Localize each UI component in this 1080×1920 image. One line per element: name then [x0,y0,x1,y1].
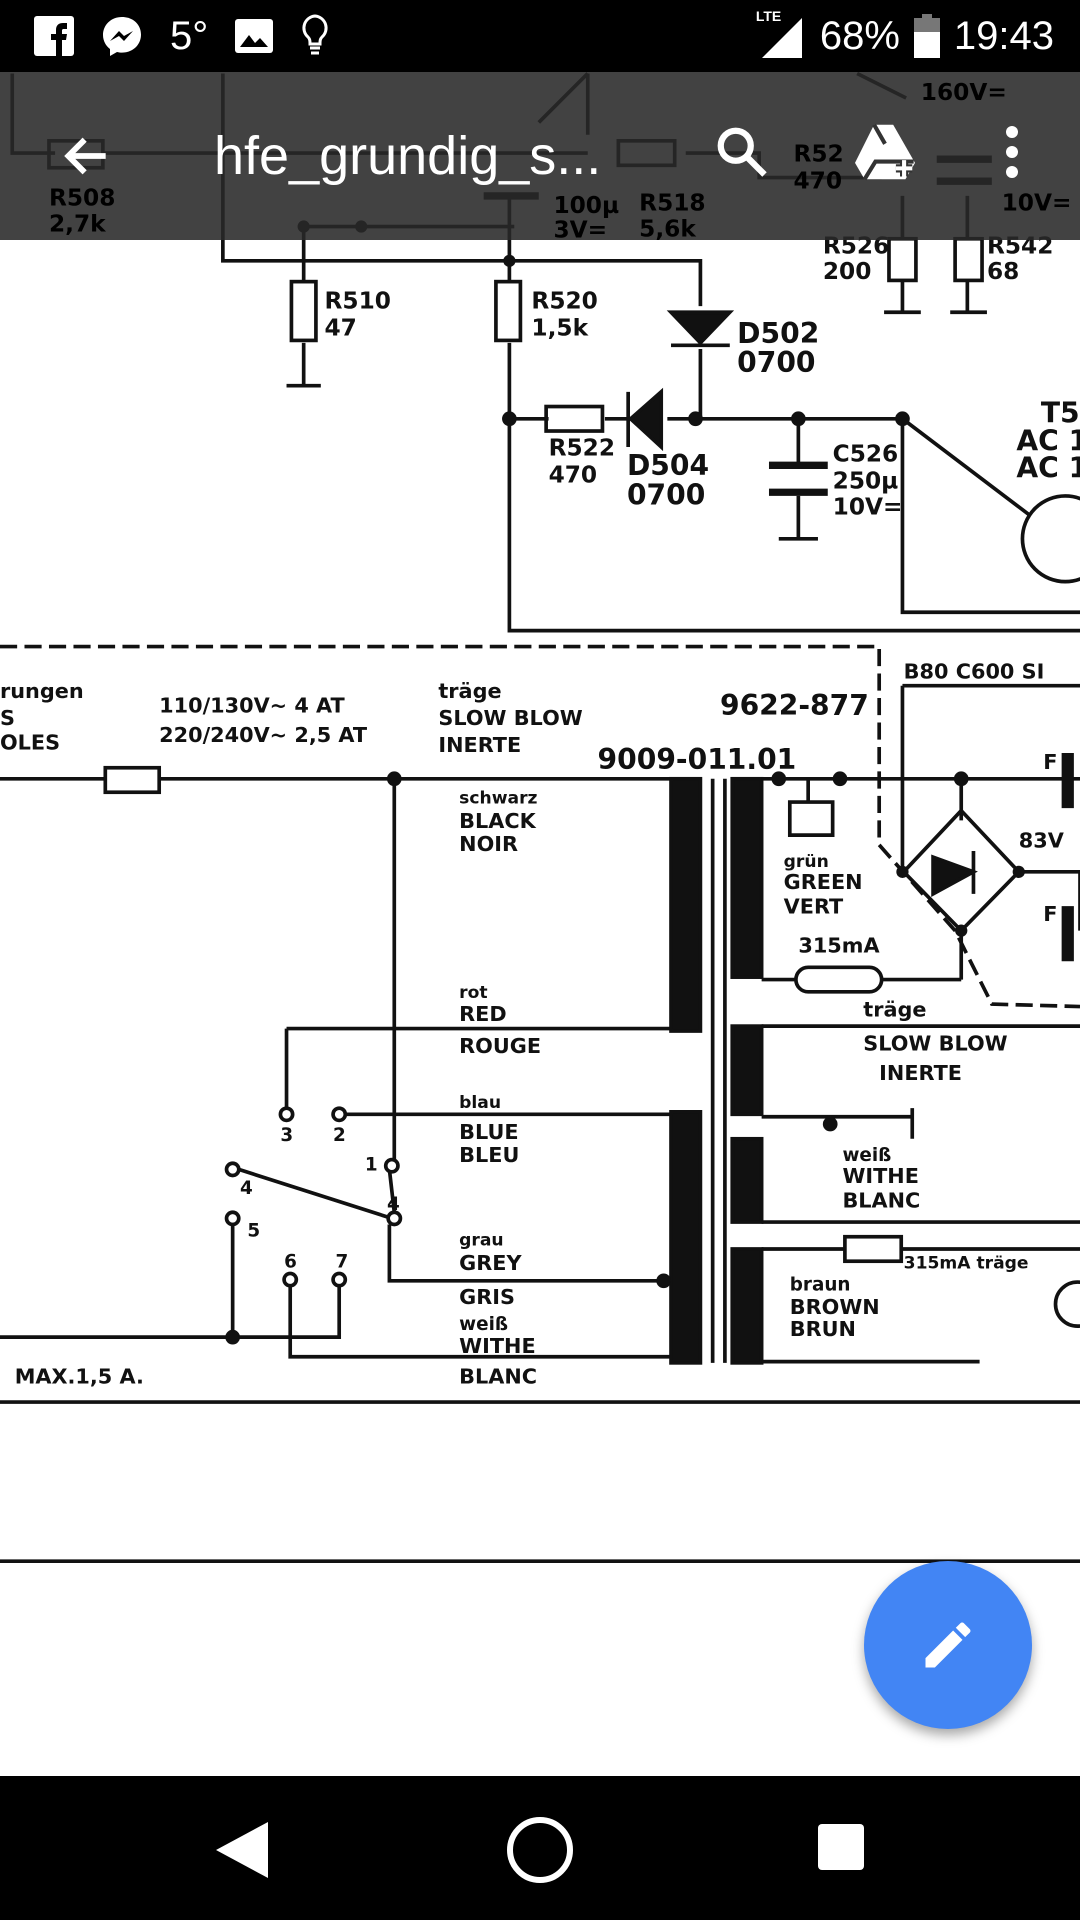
app-bar: hfe_grundig_s... [0,72,1080,240]
label-grey-de: grau [459,1230,503,1250]
label-left-1: rungen [0,679,84,703]
label-red-de: rot [459,983,487,1003]
label-d502-value: 0700 [737,346,815,379]
label-white2-fr: BLANC [842,1188,920,1212]
pin-6: 6 [284,1251,297,1272]
label-brown-en: BROWN [790,1295,880,1319]
recents-square-icon[interactable] [818,1824,864,1870]
label-blue-en: BLUE [459,1120,518,1144]
label-brown-fr: BRUN [790,1317,856,1341]
label-c526-value: 250µ [833,468,899,495]
label-max: MAX.1,5 A. [15,1365,144,1389]
search-icon[interactable] [712,122,772,182]
label-fuse-110: 110/130V~ 4 AT [159,694,345,718]
bulb-icon [302,14,328,55]
network-type: LTE [755,8,782,24]
label-brown-de: braun [790,1275,851,1296]
label-r520-value: 1,5k [531,315,588,342]
pencil-icon [925,1622,971,1668]
label-white-fr: BLANC [459,1365,537,1389]
label-green-en: GREEN [784,870,863,894]
label-red-fr: ROUGE [459,1034,541,1058]
label-grey-fr: GRIS [459,1285,515,1309]
label-d504-value: 0700 [627,478,705,511]
label-slowb-3: INERTE [879,1061,962,1085]
label-grey-en: GREY [459,1251,522,1275]
label-black-en: BLACK [459,809,536,833]
pin-1: 1 [365,1155,378,1176]
label-left-3: OLES [0,730,60,754]
edit-fab-button[interactable] [864,1561,1032,1729]
label-slow-1: träge [438,679,501,703]
label-9622: 9622-877 [720,689,869,722]
facebook-icon [34,16,74,56]
label-r542-value: 68 [987,258,1019,285]
signal-icon: LTE [756,8,806,58]
label-slowb-2: SLOW BLOW [863,1032,1007,1056]
label-r510-value: 47 [324,315,356,342]
label-r522-value: 470 [549,461,598,488]
back-triangle-icon[interactable] [214,1820,270,1880]
weather-text: 5° [170,13,209,58]
label-green-de: grün [784,852,829,872]
label-red-en: RED [459,1002,506,1026]
label-white-en: WITHE [459,1334,535,1358]
gallery-icon [235,19,274,53]
label-slowb-1: träge [863,997,926,1021]
label-white2-de: weiß [842,1145,891,1166]
pin-2: 2 [333,1125,346,1146]
label-ac1: AC 1 [1016,425,1080,458]
pin-5: 5 [247,1221,260,1242]
label-black-de: schwarz [459,788,537,808]
label-315ma-b: 315mA träge [904,1254,1029,1274]
label-black-fr: NOIR [459,832,518,856]
messenger-icon [103,17,141,56]
pin-4: 4 [240,1178,253,1199]
label-blue-de: blau [459,1093,501,1113]
status-bar: 5° LTE 68% 19:43 [0,0,1080,72]
label-315ma: 315mA [798,934,879,958]
label-slow-3: INERTE [438,733,521,757]
label-c526: C526 [833,441,899,468]
label-f1: F [1043,750,1057,774]
label-r526-value: 200 [823,258,872,285]
label-d502: D502 [737,317,819,350]
label-left-2: S [0,706,15,730]
drive-add-icon[interactable] [852,122,918,182]
pin-7: 7 [336,1251,349,1272]
label-9009: 9009-011.01 [598,743,797,776]
battery-percent: 68% [819,13,900,58]
label-83v: 83V [1019,828,1064,852]
label-green-fr: VERT [784,894,844,918]
pin-4b: 4 [387,1194,400,1215]
label-r522: R522 [549,435,615,462]
label-white2-en: WITHE [842,1164,918,1188]
label-t51: T51 [1041,396,1080,429]
label-r510: R510 [324,288,390,315]
navigation-bar [0,1776,1080,1920]
battery-icon [913,14,940,58]
label-d504: D504 [627,449,709,482]
label-white-de: weiß [459,1314,508,1335]
label-slow-2: SLOW BLOW [438,706,582,730]
pin-3: 3 [280,1125,293,1146]
home-circle-icon[interactable] [506,1816,574,1884]
back-arrow-icon[interactable] [52,128,122,184]
label-blue-fr: BLEU [459,1143,519,1167]
more-vert-icon[interactable] [1000,122,1024,182]
label-f2: F [1043,902,1057,926]
document-title: hfe_grundig_s... [214,126,602,186]
label-fuse-220: 220/240V~ 2,5 AT [159,723,368,747]
label-c526-unit: 10V= [833,493,903,520]
label-r520: R520 [531,288,597,315]
label-b80: B80 C600 SI [904,659,1045,683]
label-ac2: AC 1 [1016,452,1080,485]
clock: 19:43 [953,13,1054,58]
